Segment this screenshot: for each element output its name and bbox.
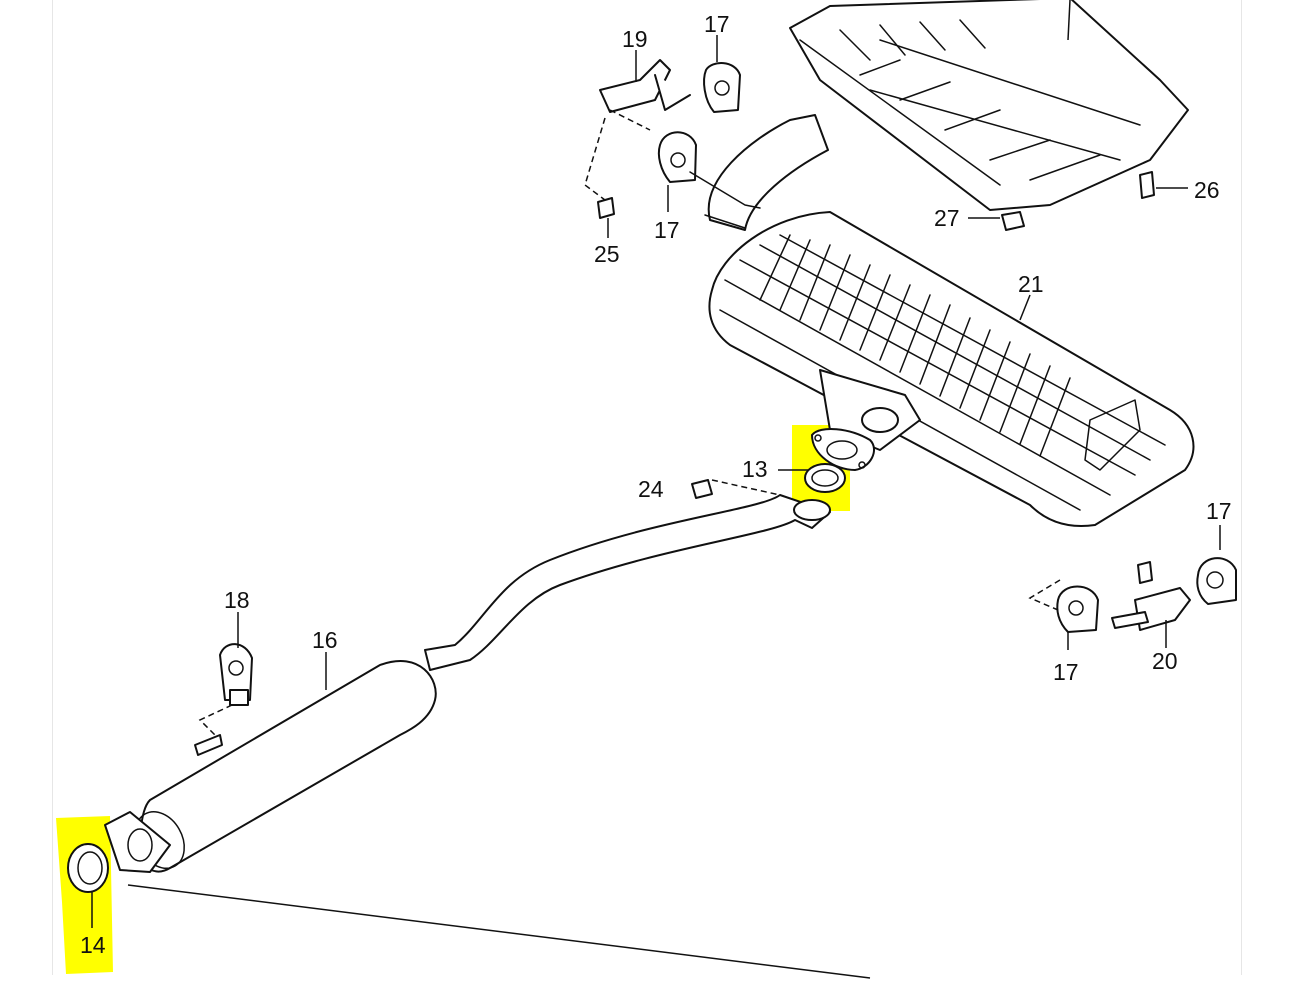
center-pipe [424, 494, 831, 671]
label-17-bottom: 17 [1053, 659, 1079, 685]
label-25: 25 [594, 241, 620, 267]
label-21: 21 [1018, 271, 1044, 297]
rear-flange [811, 428, 875, 471]
center-muffler [104, 659, 437, 873]
label-14: 14 [80, 932, 106, 958]
hanger-17-right [1196, 525, 1237, 605]
bolt-25 [597, 197, 615, 238]
label-13: 13 [742, 456, 768, 482]
bolt-26 [1139, 171, 1188, 199]
hanger-17-middle [657, 131, 761, 212]
gasket-14 [67, 843, 109, 893]
label-18: 18 [224, 587, 250, 613]
label-20: 20 [1152, 648, 1178, 674]
inlet-pipe [704, 114, 829, 231]
hanger-17-top [703, 35, 741, 113]
label-17-middle: 17 [654, 217, 680, 243]
reference-line [127, 884, 871, 979]
bracket-19 [584, 50, 691, 201]
label-27: 27 [934, 205, 960, 231]
label-26: 26 [1194, 177, 1220, 203]
heat-shield [789, 0, 1189, 211]
label-17-right: 17 [1206, 498, 1232, 524]
label-24: 24 [638, 476, 664, 502]
gasket-13 [804, 463, 846, 493]
label-17-top: 17 [704, 11, 730, 37]
label-16: 16 [312, 627, 338, 653]
nut-27 [968, 211, 1025, 231]
rear-muffler [708, 211, 1195, 527]
bracket-20 [1111, 561, 1191, 648]
leader-21 [1019, 294, 1031, 321]
hanger-17-bottom [1028, 579, 1099, 650]
label-19: 19 [622, 26, 648, 52]
nut-24 [691, 479, 781, 499]
hanger-18 [198, 612, 253, 736]
